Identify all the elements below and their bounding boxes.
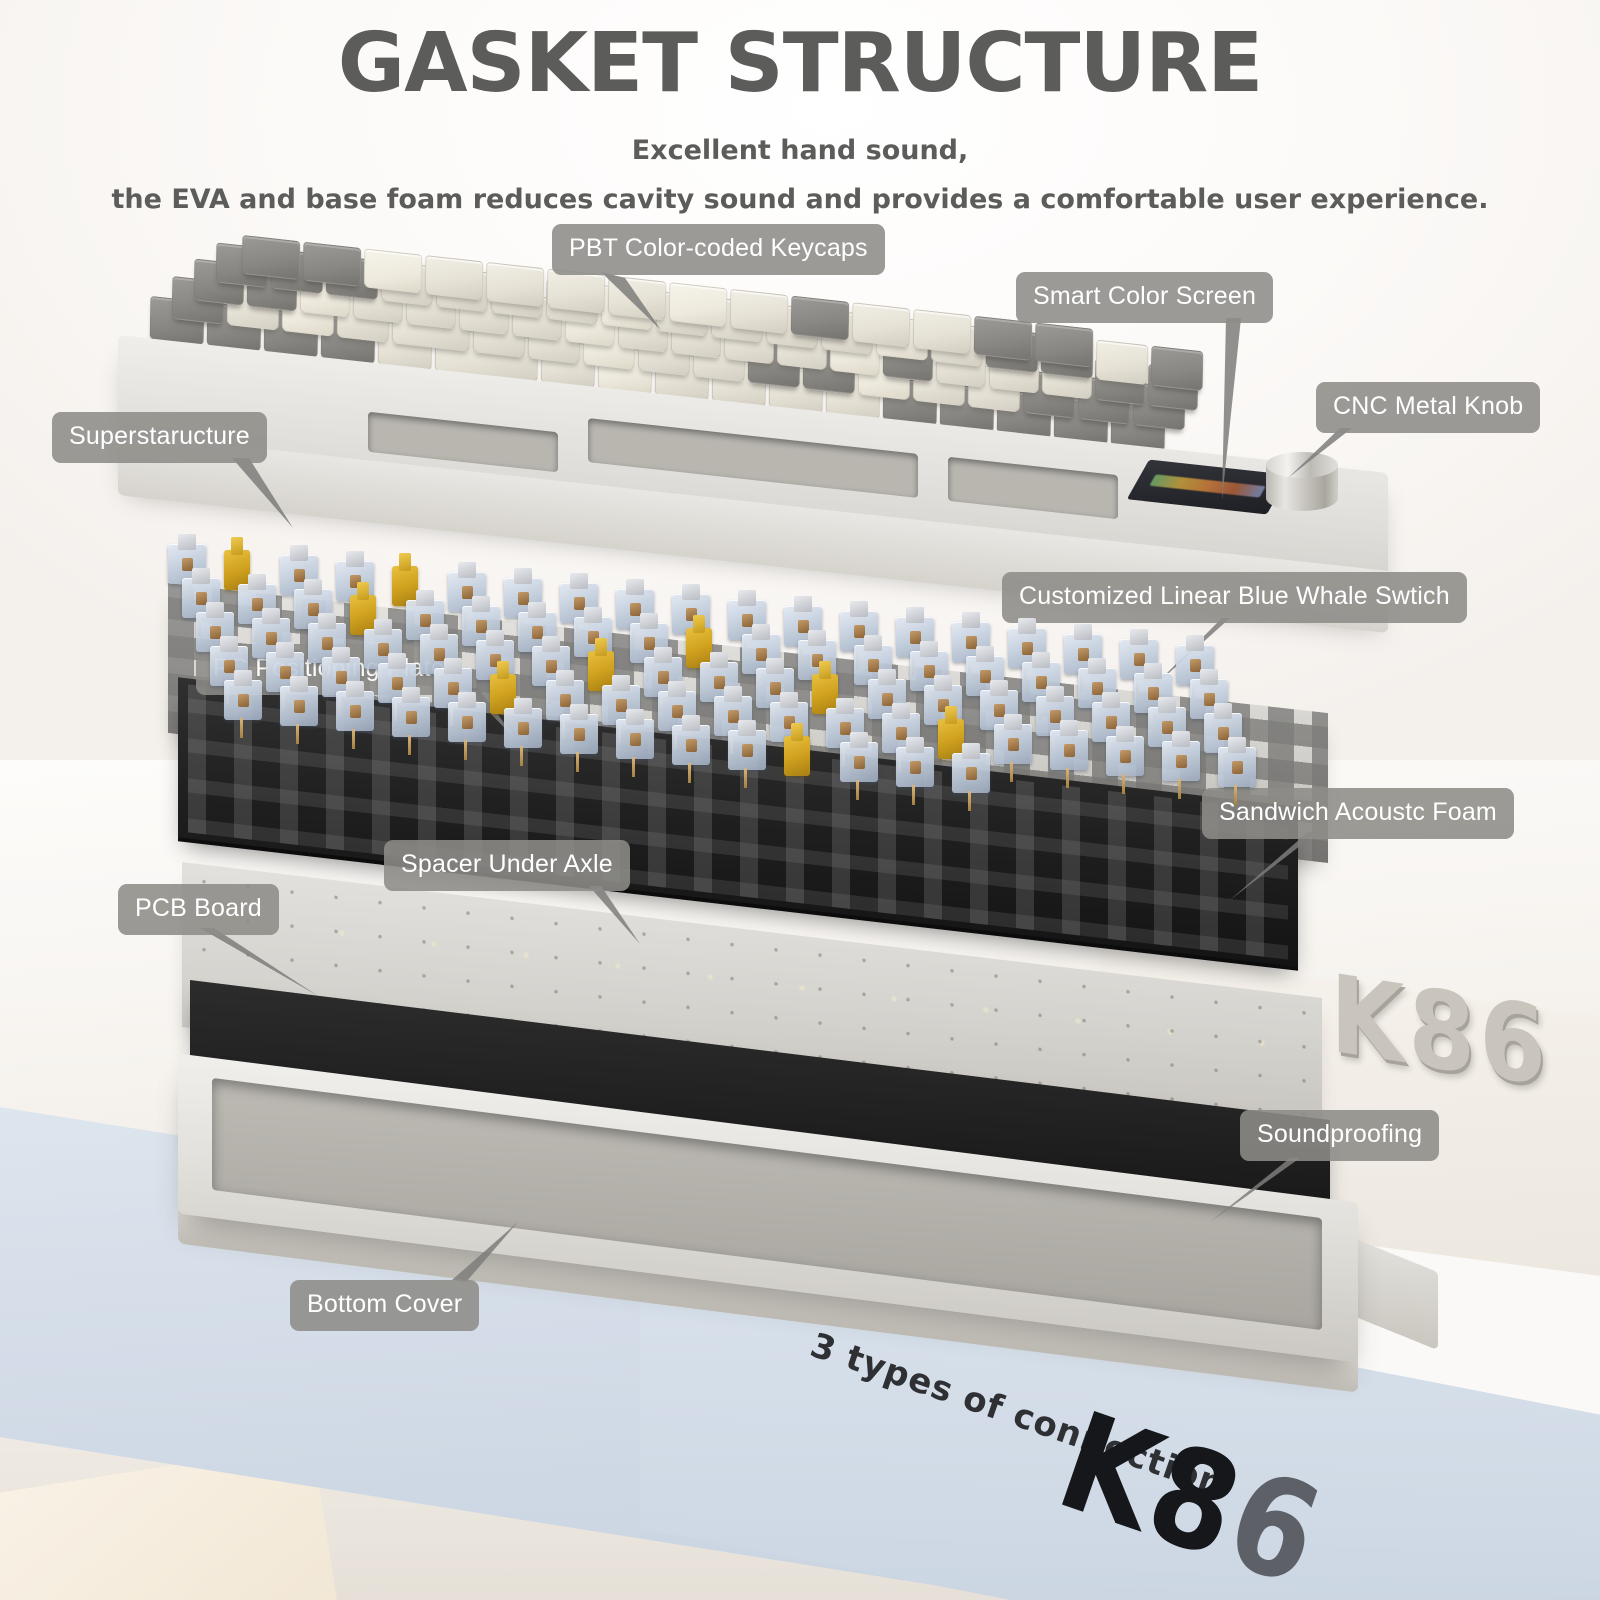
mechanical-switch: [1036, 686, 1074, 754]
stabilizer: [392, 553, 418, 607]
stabilizer: [224, 536, 250, 590]
mechanical-switch: [336, 681, 374, 750]
stabilizer: [686, 615, 712, 669]
switch-pin: [1066, 768, 1069, 788]
mechanical-switch: [224, 670, 262, 738]
mechanical-switch: [392, 686, 430, 755]
switch-pin: [464, 740, 467, 761]
mechanical-switch: [952, 742, 990, 811]
switch-pin: [576, 751, 579, 772]
mechanical-switch: [1050, 720, 1088, 788]
mechanical-switch: [1162, 731, 1200, 800]
callout-label: Superstaructure: [52, 412, 267, 463]
mechanical-switch: [1218, 736, 1256, 805]
mechanical-switch: [770, 692, 808, 760]
mechanical-switch: [182, 568, 220, 636]
callout-soundproofing[interactable]: Soundproofing: [1240, 1110, 1440, 1161]
switch-pin: [1234, 784, 1237, 805]
switch-pin: [1010, 762, 1013, 783]
switch-pin: [1122, 773, 1125, 794]
subtitle-line-1: Excellent hand sound,: [631, 135, 969, 166]
callout-label: Bottom Cover: [290, 1280, 480, 1331]
switch-pin: [408, 734, 411, 755]
callout-label: CNC Metal Knob: [1316, 382, 1541, 433]
mechanical-switch: [896, 737, 934, 806]
callout-sandwich-foam[interactable]: Sandwich Acoustc Foam: [1202, 788, 1514, 839]
page-header: GASKET STRUCTURE Excellent hand sound, t…: [0, 0, 1600, 215]
callout-bottom-cover[interactable]: Bottom Cover: [290, 1280, 480, 1331]
switch-pin: [1178, 779, 1181, 800]
stabilizer: [490, 661, 516, 714]
page-title: GASKET STRUCTURE: [337, 16, 1263, 111]
switch-pin: [968, 790, 971, 811]
layer-switches: [160, 534, 1320, 811]
callout-blue-whale-switch[interactable]: Customized Linear Blue Whale Swtich: [1002, 572, 1467, 623]
mechanical-switch: [1106, 725, 1144, 794]
mechanical-switch: [280, 675, 318, 744]
callout-label: Spacer Under Axle: [384, 840, 630, 891]
callout-superstructure[interactable]: Superstaructure: [52, 412, 267, 463]
mechanical-switch: [840, 731, 878, 800]
mechanical-switch: [504, 698, 542, 766]
stabilizer: [938, 705, 964, 759]
switch-pin: [352, 729, 355, 750]
callout-label: Customized Linear Blue Whale Swtich: [1002, 572, 1467, 623]
switch-pin: [240, 718, 243, 738]
stabilizer: [812, 660, 838, 714]
mechanical-switch: [448, 692, 486, 761]
callout-pbt-keycaps[interactable]: PBT Color-coded Keycaps: [552, 224, 885, 275]
callout-label: PCB Board: [118, 884, 279, 935]
callout-cnc-knob[interactable]: CNC Metal Knob: [1316, 382, 1541, 433]
callout-label: PBT Color-coded Keycaps: [552, 224, 885, 275]
mechanical-switch: [994, 714, 1032, 783]
callout-smart-screen[interactable]: Smart Color Screen: [1016, 272, 1274, 323]
switch-pin: [520, 746, 523, 766]
switch-pin: [632, 757, 635, 778]
callout-spacer-axle[interactable]: Spacer Under Axle: [384, 840, 630, 891]
stabilizer: [350, 581, 376, 635]
callout-label: Sandwich Acoustc Foam: [1202, 788, 1514, 839]
mechanical-switch: [1008, 618, 1046, 686]
mechanical-switch: [672, 714, 710, 783]
stabilizer: [784, 723, 810, 776]
switch-pin: [744, 768, 747, 789]
switch-pin: [912, 785, 915, 806]
mechanical-switch: [504, 567, 542, 636]
switch-pin: [296, 723, 299, 744]
stabilizer: [588, 638, 614, 692]
switch-pin: [688, 762, 691, 783]
switch-pin: [856, 779, 859, 800]
callout-label: Smart Color Screen: [1016, 272, 1274, 323]
mechanical-switch: [728, 720, 766, 789]
callout-label: Soundproofing: [1240, 1110, 1440, 1161]
mechanical-switch: [434, 658, 472, 727]
mechanical-switch: [364, 618, 402, 687]
mechanical-switch: [616, 709, 654, 778]
mechanical-switch: [560, 703, 598, 772]
subtitle-line-2: the EVA and base foam reduces cavity sou…: [111, 184, 1489, 215]
mechanical-switch: [378, 652, 416, 721]
mechanical-switch: [924, 674, 962, 743]
callout-pcb-board[interactable]: PCB Board: [118, 884, 279, 935]
